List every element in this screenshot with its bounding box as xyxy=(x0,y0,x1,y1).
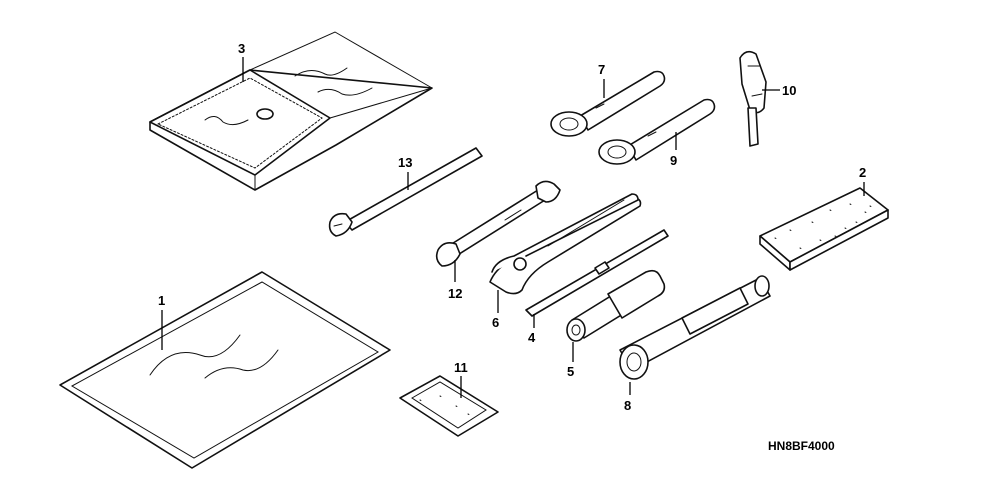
part-label-6: 6 xyxy=(492,290,499,330)
pliers-icon xyxy=(489,193,642,295)
svg-text:8: 8 xyxy=(624,398,631,413)
diagram-code: HN8BF4000 xyxy=(768,439,835,453)
manual-bag-icon xyxy=(59,271,391,469)
svg-text:3: 3 xyxy=(238,41,245,56)
part-label-12: 12 xyxy=(448,260,462,301)
part-label-7: 7 xyxy=(598,62,605,98)
part-label-5: 5 xyxy=(567,342,574,379)
svg-text:6: 6 xyxy=(492,315,499,330)
part-label-4: 4 xyxy=(528,314,536,345)
screwdriver-grip-icon xyxy=(566,269,666,342)
open-wrench-icon xyxy=(328,147,483,237)
ring-wrench-icon xyxy=(598,98,716,165)
svg-text:7: 7 xyxy=(598,62,605,77)
strap-icon xyxy=(399,375,499,437)
svg-text:12: 12 xyxy=(448,286,462,301)
part-label-10: 10 xyxy=(762,83,796,98)
svg-text:5: 5 xyxy=(567,364,574,379)
socket-wrench-icon xyxy=(619,275,771,380)
screwdriver-icon xyxy=(525,229,669,317)
pad-icon xyxy=(759,187,889,271)
part-label-13: 13 xyxy=(398,155,412,190)
svg-text:13: 13 xyxy=(398,155,412,170)
part-label-8: 8 xyxy=(624,382,631,413)
svg-text:11: 11 xyxy=(454,360,468,375)
svg-text:9: 9 xyxy=(670,153,677,168)
svg-text:1: 1 xyxy=(158,293,165,308)
part-label-2: 2 xyxy=(859,165,866,196)
part-label-1: 1 xyxy=(158,293,165,350)
spark-plug-tool-icon xyxy=(739,50,767,147)
double-open-wrench-icon xyxy=(435,180,561,267)
part-label-11: 11 xyxy=(454,360,468,398)
svg-text:2: 2 xyxy=(859,165,866,180)
svg-text:4: 4 xyxy=(528,330,536,345)
tool-bag-icon xyxy=(149,31,433,191)
svg-text:10: 10 xyxy=(782,83,796,98)
part-label-3: 3 xyxy=(238,41,245,82)
part-label-9: 9 xyxy=(670,132,677,168)
ring-wrench-icon xyxy=(550,70,666,137)
